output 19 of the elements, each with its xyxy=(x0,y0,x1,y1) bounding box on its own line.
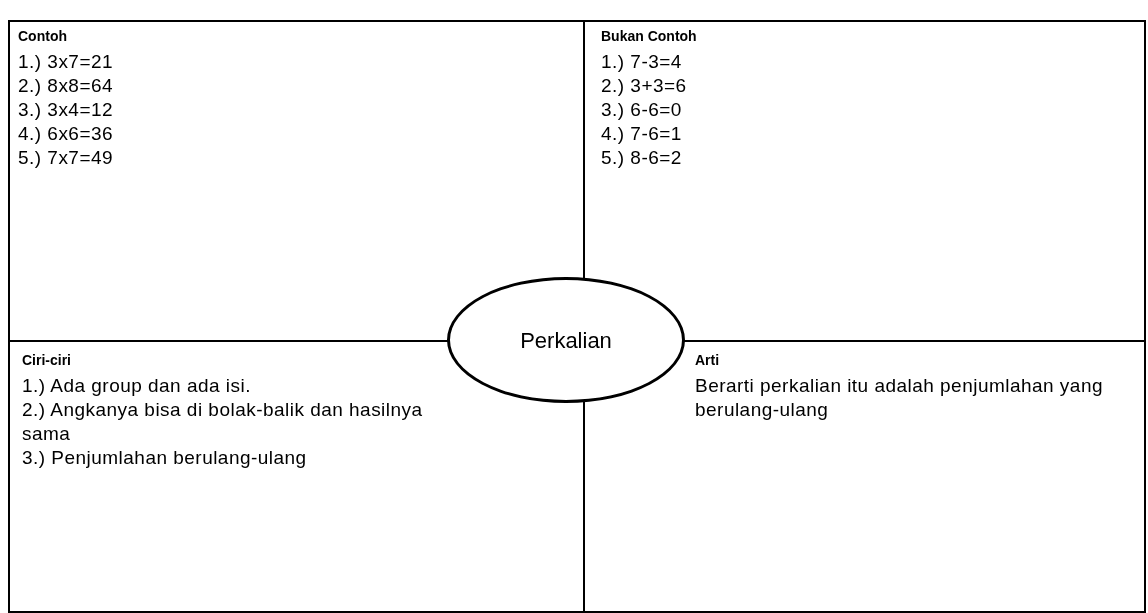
handwritten-line: 4.) 6x6=36 xyxy=(18,122,115,146)
handwritten-line: 2.) 3+3=6 xyxy=(601,74,688,98)
quadrant-heading: Ciri-ciri xyxy=(22,351,72,370)
handwritten-line: 4.) 7-6=1 xyxy=(601,122,683,146)
handwritten-line: 3.) Penjumlahan berulang-ulang xyxy=(22,446,308,470)
handwritten-line: 3.) 3x4=12 xyxy=(18,98,115,122)
quadrant-heading: Contoh xyxy=(18,27,68,46)
topic-text: Perkalian xyxy=(520,326,612,355)
handwritten-line: 1.) Ada group dan ada isi. xyxy=(22,374,252,398)
handwritten-line: 2.) Angkanya bisa di bolak-balik dan hasilnya sama xyxy=(22,398,424,446)
quadrant-heading: Arti xyxy=(695,351,721,370)
handwritten-line: Berarti perkalian itu adalah penjumlahan yang berulang-ulang xyxy=(695,374,1104,422)
handwritten-line: 5.) 8-6=2 xyxy=(601,146,683,170)
handwritten-line: 3.) 6-6=0 xyxy=(601,98,683,122)
handwritten-line: 1.) 3x7=21 xyxy=(18,50,115,74)
handwritten-line: 1.) 7-3=4 xyxy=(601,50,683,74)
handwritten-line: 2.) 8x8=64 xyxy=(18,74,115,98)
quadrant-heading: Bukan Contoh xyxy=(601,27,698,46)
handwritten-line: 5.) 7x7=49 xyxy=(18,146,115,170)
